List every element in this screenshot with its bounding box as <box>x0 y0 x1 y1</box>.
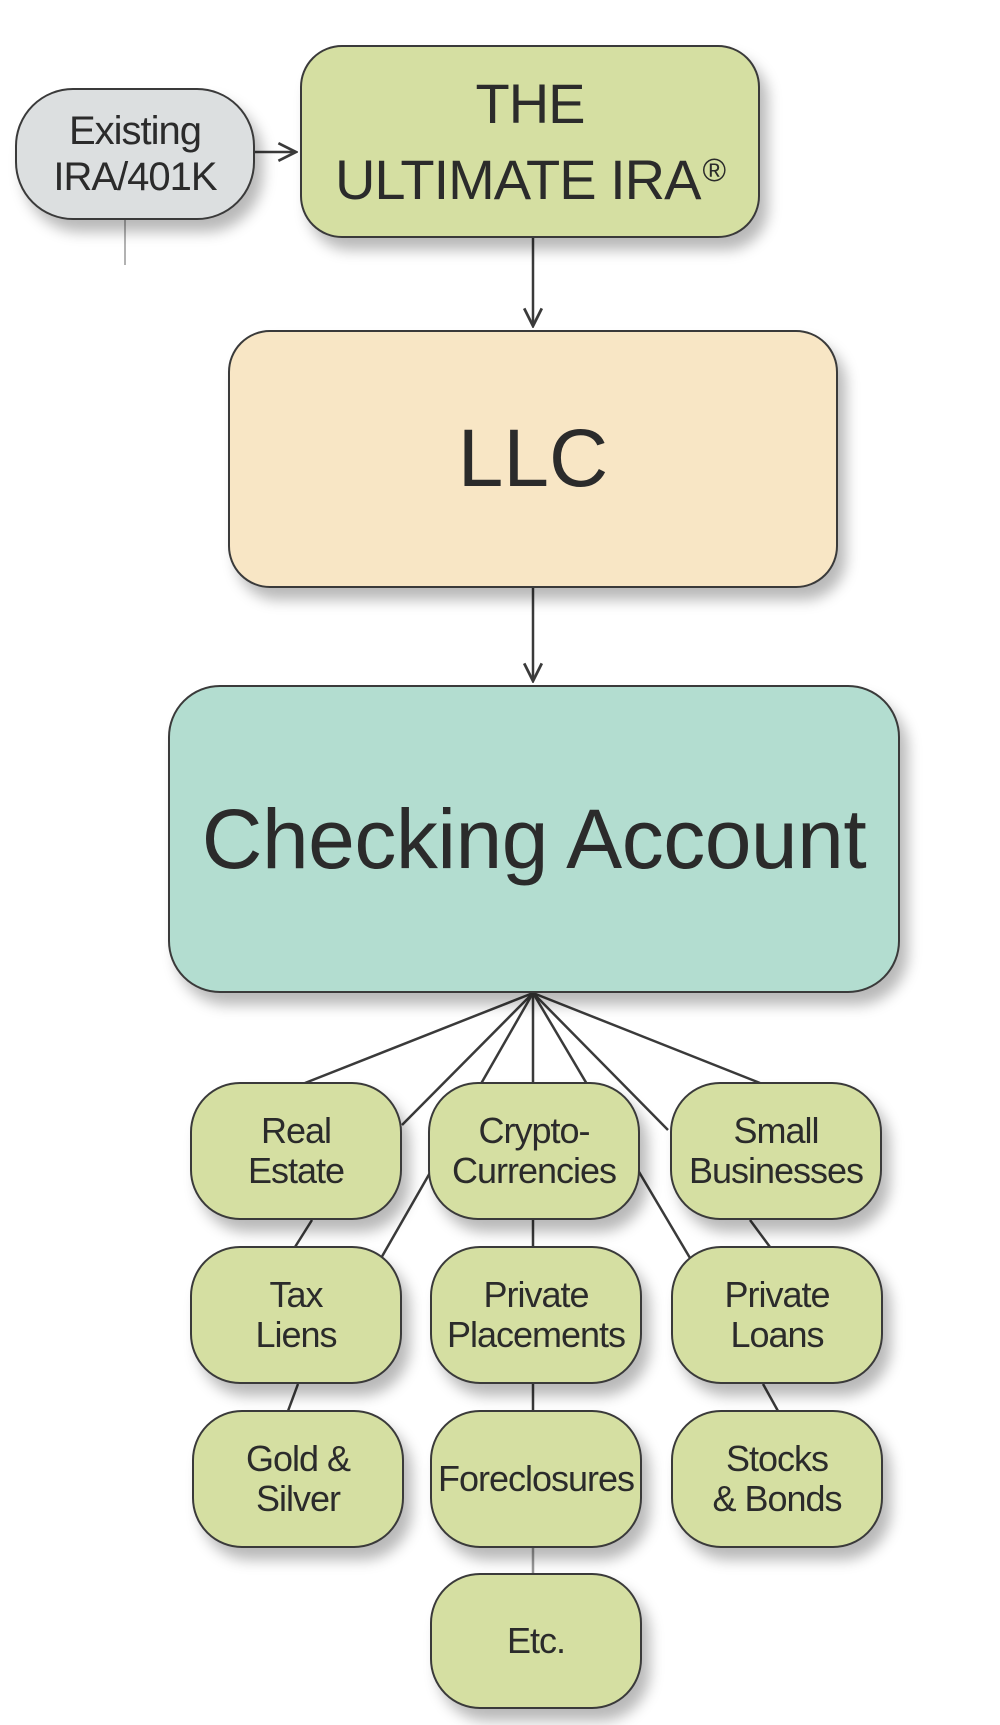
investment-line1: Crypto- <box>478 1110 590 1151</box>
existing-ira-box: Existing IRA/401K <box>15 88 255 220</box>
investment-etc: Etc. <box>430 1573 642 1709</box>
investment-small-businesses: Small Businesses <box>670 1082 882 1220</box>
investment-line1: Gold & <box>245 1438 351 1479</box>
existing-ira-line2: IRA/401K <box>53 155 217 199</box>
ultimate-ira-box: THE ULTIMATE IRA® <box>300 45 760 238</box>
ultimate-ira-title: ULTIMATE IRA <box>334 147 702 211</box>
ultimate-ira-line1: THE <box>475 71 586 135</box>
investment-cryptocurrencies: Crypto- Currencies <box>428 1082 640 1220</box>
col-line-left-1 <box>293 1219 314 1248</box>
llc-box: LLC <box>228 330 838 588</box>
investment-stocks-bonds: Stocks & Bonds <box>671 1410 883 1548</box>
investment-line2: Liens <box>255 1314 337 1355</box>
checking-account-box: Checking Account <box>168 685 900 993</box>
investment-line2: Currencies <box>451 1150 617 1191</box>
col-line-right-1 <box>748 1219 772 1248</box>
investment-private-loans: Private Loans <box>671 1246 883 1384</box>
investment-line1: Small <box>733 1110 819 1151</box>
investment-line1: Foreclosures <box>437 1458 635 1499</box>
investment-tax-liens: Tax Liens <box>190 1246 402 1384</box>
investment-private-placements: Private Placements <box>430 1246 642 1384</box>
investment-foreclosures: Foreclosures <box>430 1410 642 1548</box>
ultimate-ira-line2: ULTIMATE IRA® <box>334 137 726 213</box>
fan-line-small-biz <box>532 991 761 1085</box>
investment-line2: Placements <box>446 1314 626 1355</box>
existing-ira-line1: Existing <box>68 109 202 153</box>
investment-gold-silver: Gold & Silver <box>192 1410 404 1548</box>
investment-real-estate: Real Estate <box>190 1082 402 1220</box>
registered-mark: ® <box>702 151 726 188</box>
investment-line2: Silver <box>255 1478 341 1519</box>
investment-line1: Tax <box>269 1274 323 1315</box>
checking-account-label: Checking Account <box>201 791 867 886</box>
investment-line2: Estate <box>247 1150 345 1191</box>
investment-line2: & Bonds <box>712 1478 842 1519</box>
llc-label: LLC <box>457 413 609 504</box>
investment-line1: Private <box>483 1274 589 1315</box>
fan-line-private-loans <box>532 992 669 1131</box>
investment-line1: Etc. <box>506 1620 566 1661</box>
fan-line-tax-liens <box>401 992 534 1126</box>
col-line-left-2 <box>286 1383 300 1412</box>
col-line-right-2 <box>761 1383 780 1412</box>
investment-line2: Businesses <box>688 1150 864 1191</box>
investment-line2: Loans <box>730 1314 824 1355</box>
investment-line1: Real <box>260 1110 332 1151</box>
investment-line1: Stocks <box>725 1438 829 1479</box>
fan-line-real-estate <box>304 991 534 1085</box>
investment-line1: Private <box>724 1274 830 1315</box>
